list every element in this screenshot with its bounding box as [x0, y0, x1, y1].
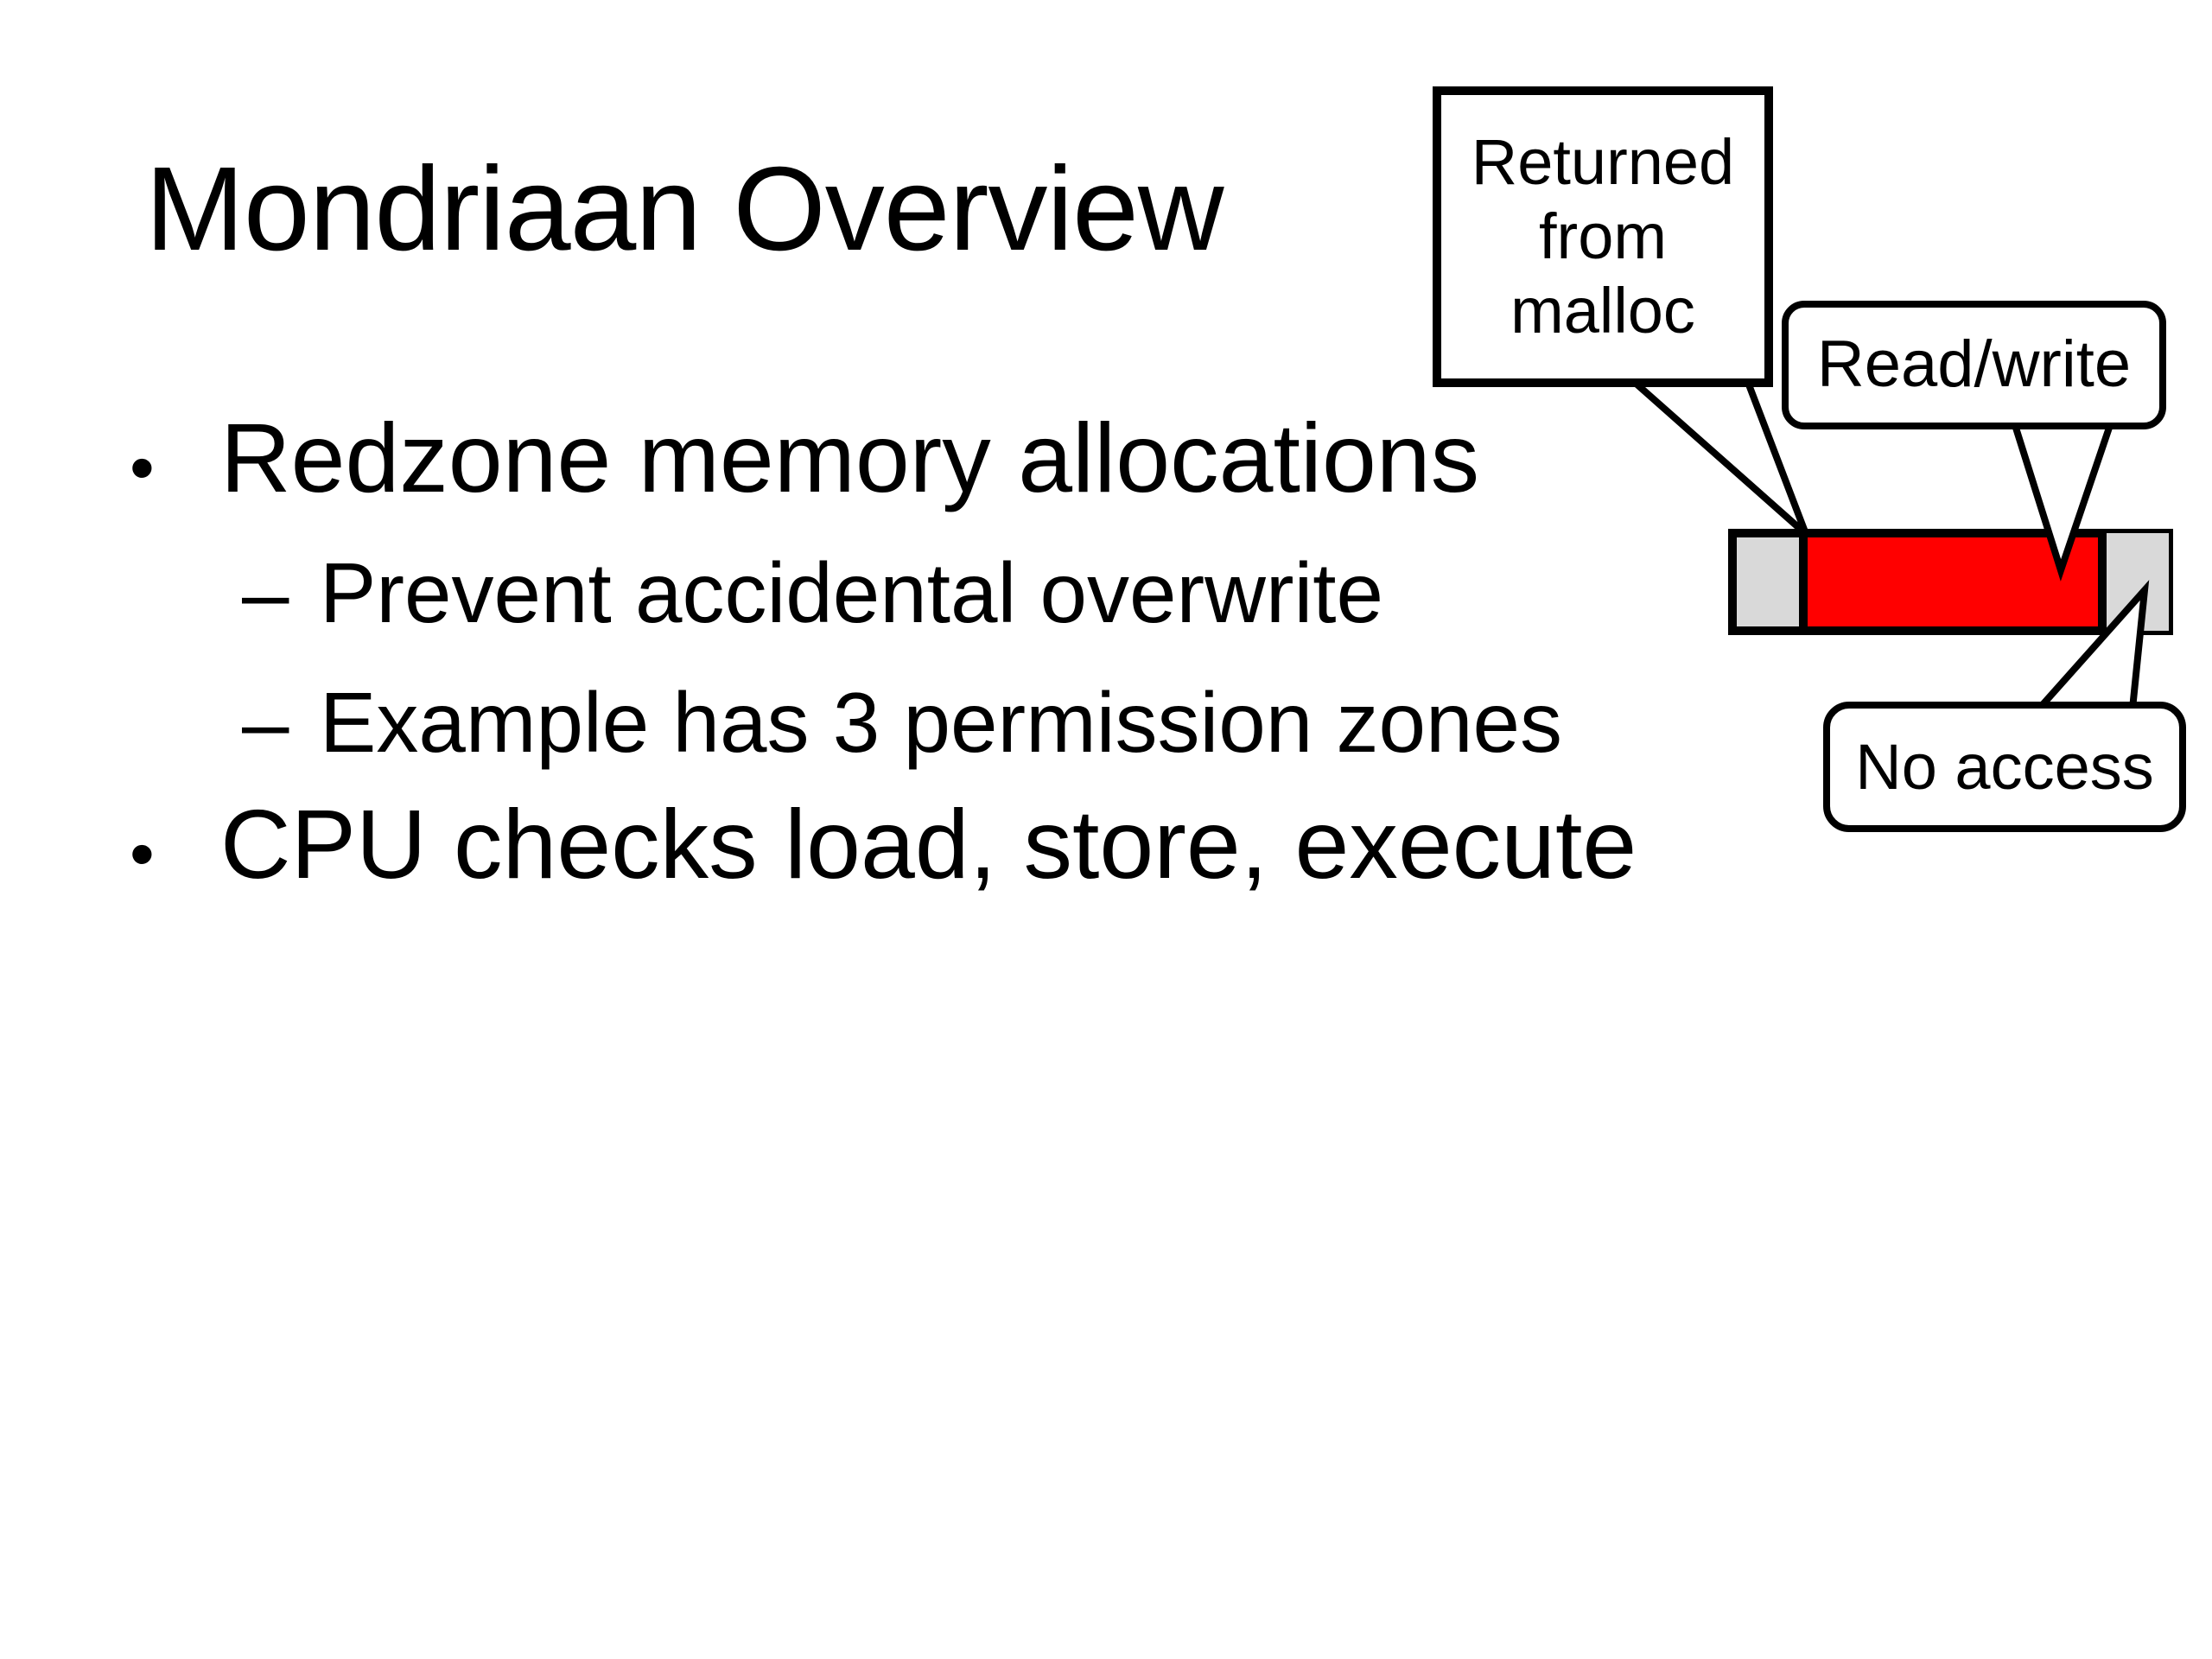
returned-from-malloc-callout: Returned from malloc	[1433, 86, 1773, 387]
bullet-text: Redzone memory allocations	[220, 404, 1480, 512]
callout-line: from	[1539, 200, 1667, 273]
malloc-callout-tail	[1623, 377, 1809, 537]
sub-bullet-text: Example has 3 permission zones	[320, 675, 1563, 770]
dash-icon: –	[242, 545, 289, 640]
dash-icon: –	[242, 675, 289, 770]
sub-bullet-item: –Prevent accidental overwrite	[242, 550, 1383, 635]
callout-line: malloc	[1510, 274, 1695, 346]
bullet-item: •Redzone memory allocations	[130, 410, 1479, 507]
callout-label: No access	[1855, 730, 2154, 803]
bullet-dot-icon: •	[130, 429, 155, 507]
slide-title: Mondriaan Overview	[145, 143, 1224, 276]
bullet-text: CPU checks load, store, execute	[220, 790, 1637, 899]
sub-bullet-text: Prevent accidental overwrite	[320, 545, 1384, 640]
bullet-item: •CPU checks load, store, execute	[130, 796, 1637, 893]
callout-label: Read/write	[1816, 327, 2132, 402]
callout-line: Returned	[1471, 126, 1735, 199]
bullet-dot-icon: •	[130, 815, 155, 893]
sub-bullet-item: –Example has 3 permission zones	[242, 680, 1562, 765]
read-write-callout: Read/write	[1782, 301, 2166, 429]
no-access-callout: No access	[1823, 702, 2186, 832]
